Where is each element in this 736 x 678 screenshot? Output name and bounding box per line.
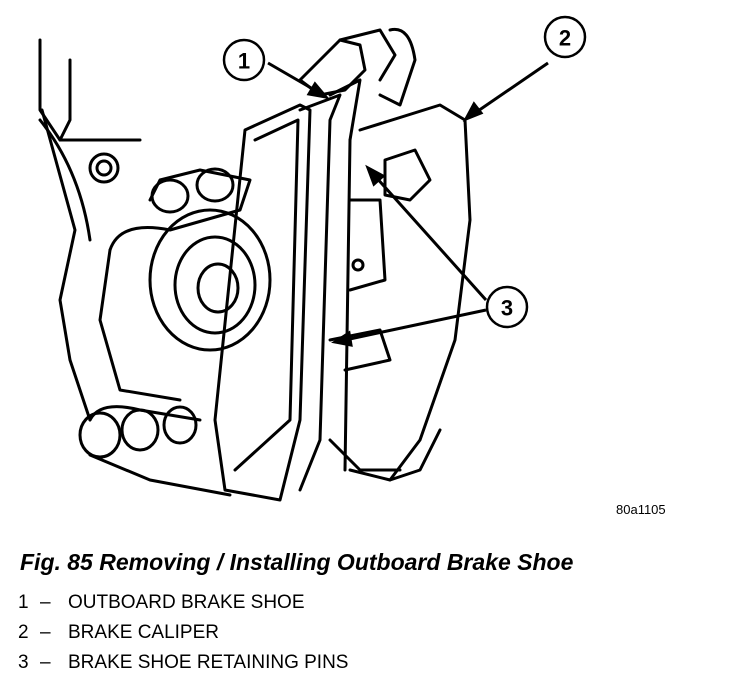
legend-dash: – (40, 622, 51, 643)
figure-code: 80a1105 (616, 502, 666, 517)
legend-number: 2 (18, 622, 29, 643)
legend-dash: – (40, 652, 51, 673)
caliper-plate-drawing (328, 103, 472, 482)
caliper-body-drawing (78, 167, 272, 497)
callout-3-leader-top (365, 164, 488, 302)
legend-number: 3 (18, 652, 29, 673)
callout-1-circle (222, 38, 266, 82)
legend-item: 1–OUTBOARD BRAKE SHOE (18, 588, 348, 618)
callout-3-leader-bottom (331, 308, 487, 347)
callout-1-number: 1 (238, 49, 250, 74)
callout-2-leader (462, 61, 549, 122)
legend-label: BRAKE SHOE RETAINING PINS (68, 652, 349, 673)
legend-number: 1 (18, 592, 29, 613)
callout-1-leader (267, 61, 330, 100)
callout-2-circle (543, 15, 587, 59)
legend-list: 1–OUTBOARD BRAKE SHOE 2–BRAKE CALIPER 3–… (18, 588, 348, 678)
legend-dash: – (40, 592, 51, 613)
legend-item: 3–BRAKE SHOE RETAINING PINS (18, 648, 348, 678)
callout-3-number: 3 (501, 296, 513, 321)
legend-item: 2–BRAKE CALIPER (18, 618, 348, 648)
legend-label: OUTBOARD BRAKE SHOE (68, 592, 305, 613)
knuckle-drawing (38, 38, 142, 422)
figure-caption: Fig. 85 Removing / Installing Outboard B… (20, 549, 574, 575)
callout-2-number: 2 (559, 26, 571, 51)
legend-label: BRAKE CALIPER (68, 622, 219, 643)
brake-shoe-illustration: 1 2 3 (38, 15, 587, 502)
callout-3-circle (485, 285, 529, 329)
